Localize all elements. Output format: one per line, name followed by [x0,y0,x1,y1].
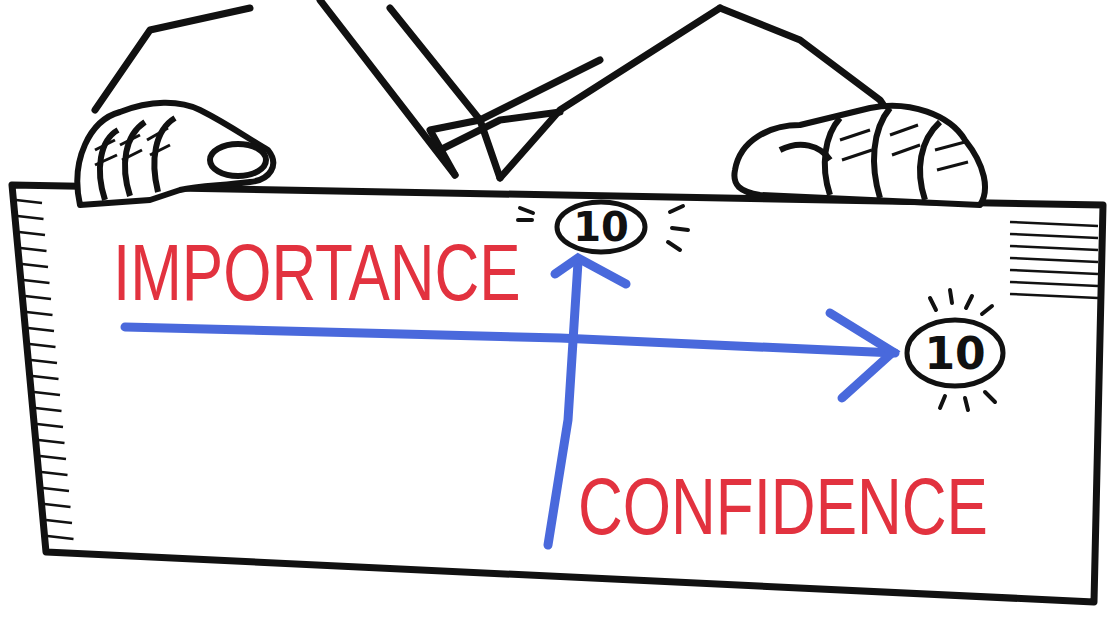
horizontal-axis [125,327,895,353]
circled-number: 10 [903,316,1007,390]
left-hand-shading [95,128,170,165]
number-text: 10 [553,198,649,256]
axis-label: CONFIDENCE [578,466,988,547]
vertical-axis [548,262,578,545]
right-hand [734,106,985,205]
left-hand [77,103,273,205]
arrow-head [830,313,893,398]
number-text: 10 [903,316,1007,390]
circled-number: 10 [553,198,649,256]
right-hand-shading [840,125,968,170]
sign-board [12,185,1103,602]
arrow-head [555,258,626,284]
axis-label: IMPORTANCE [113,232,521,313]
